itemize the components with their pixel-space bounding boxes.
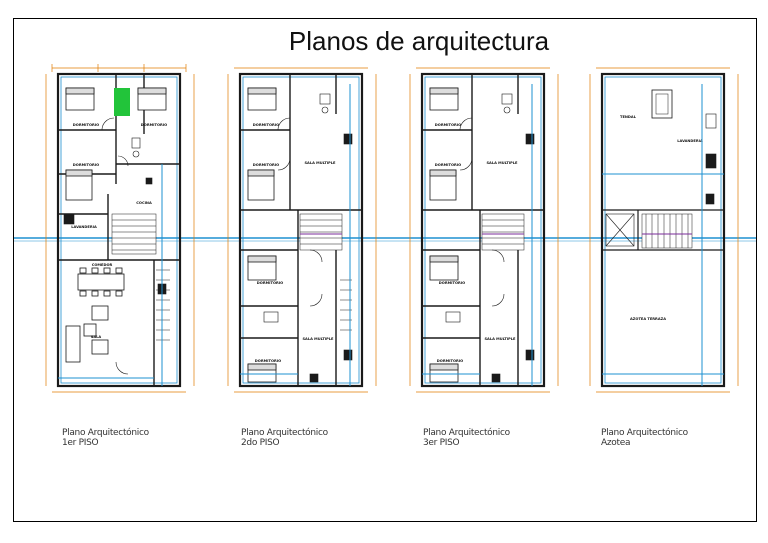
room-label: DORMITORIO (253, 163, 279, 167)
skylight (651, 89, 673, 119)
bathroom-fixtures (445, 93, 535, 383)
interior-walls (602, 209, 724, 251)
garden-area (114, 88, 130, 116)
sheet-title: Planos de arquitectura (288, 26, 550, 56)
caption-level: 3er PISO (423, 438, 460, 448)
dining-table (77, 267, 125, 297)
stair (481, 213, 525, 251)
room-label: COCINA (136, 201, 152, 205)
axis-lines (58, 164, 163, 386)
room-label: DORMITORIO (435, 123, 461, 127)
room-label: LAVANDERIA (677, 139, 703, 143)
room-label: SALA MULTIPLE (302, 337, 334, 341)
plan-second-floor: DORMITORIO DORMITORIO SALA MULTIPLE DORM… (227, 67, 377, 393)
door-swings (277, 117, 323, 307)
outer-wall (600, 72, 726, 388)
room-label: SALA (91, 335, 102, 339)
room-label: DORMITORIO (73, 123, 99, 127)
caption-title: Plano Arquitectónico (423, 428, 510, 438)
plan-caption-first-floor: Plano Arquitectónico 1er PISO (62, 428, 149, 448)
plan-caption-roof: Plano Arquitectónico Azotea (601, 428, 688, 448)
bed-furniture (247, 87, 277, 383)
room-label: DORMITORIO (437, 359, 463, 363)
door-swings (459, 117, 505, 307)
axis-lines (602, 84, 724, 386)
axis-lines (422, 84, 533, 386)
bed-furniture (429, 87, 459, 383)
room-label: COMEDOR (92, 263, 113, 267)
sofa-set (65, 305, 109, 363)
room-label: DORMITORIO (257, 281, 283, 285)
plan-roof: TENDAL LAVANDERIA AZOTEA TERRAZA (589, 67, 739, 393)
dimension-lines (227, 67, 377, 393)
bathroom-fixtures (705, 113, 717, 205)
room-label: DORMITORIO (435, 163, 461, 167)
room-label: DORMITORIO (439, 281, 465, 285)
caption-title: Plano Arquitectónico (62, 428, 149, 438)
dimension-lines (409, 67, 559, 393)
stair (641, 213, 693, 249)
dimension-lines (45, 64, 195, 393)
drawing-sheet (13, 18, 757, 522)
axis-lines (240, 84, 351, 386)
room-label: DORMITORIO (255, 359, 281, 363)
outer-wall (56, 72, 182, 388)
bathroom-fixtures (263, 93, 353, 383)
room-label: DORMITORIO (73, 163, 99, 167)
room-label: SALA MULTIPLE (484, 337, 516, 341)
caption-title: Plano Arquitectónico (601, 428, 688, 438)
void-marker (605, 213, 635, 247)
stair (299, 213, 352, 331)
outer-wall (420, 72, 546, 388)
caption-title: Plano Arquitectónico (241, 428, 328, 438)
outer-wall (238, 72, 364, 388)
room-label: SALA MULTIPLE (486, 161, 518, 165)
plan-caption-third-floor: Plano Arquitectónico 3er PISO (423, 428, 510, 448)
plan-caption-second-floor: Plano Arquitectónico 2do PISO (241, 428, 328, 448)
bed-furniture (65, 87, 167, 201)
room-label: LAVANDERIA (71, 225, 97, 229)
door-swings (101, 117, 129, 375)
plan-third-floor: DORMITORIO DORMITORIO SALA MULTIPLE DORM… (409, 67, 559, 393)
room-label: TENDAL (620, 115, 637, 119)
room-label: SALA MULTIPLE (304, 161, 336, 165)
caption-level: Azotea (601, 438, 631, 448)
plan-first-floor: DORMITORIO DORMITORIO DORMITORIO LAVANDE… (45, 64, 195, 393)
dimension-lines (589, 67, 739, 393)
caption-level: 1er PISO (62, 438, 99, 448)
room-label: AZOTEA TERRAZA (630, 317, 666, 321)
room-label: DORMITORIO (253, 123, 279, 127)
room-label: DORMITORIO (141, 123, 167, 127)
interior-walls (240, 74, 362, 386)
caption-level: 2do PISO (241, 438, 280, 448)
interior-walls (422, 74, 544, 386)
stair (111, 213, 170, 341)
